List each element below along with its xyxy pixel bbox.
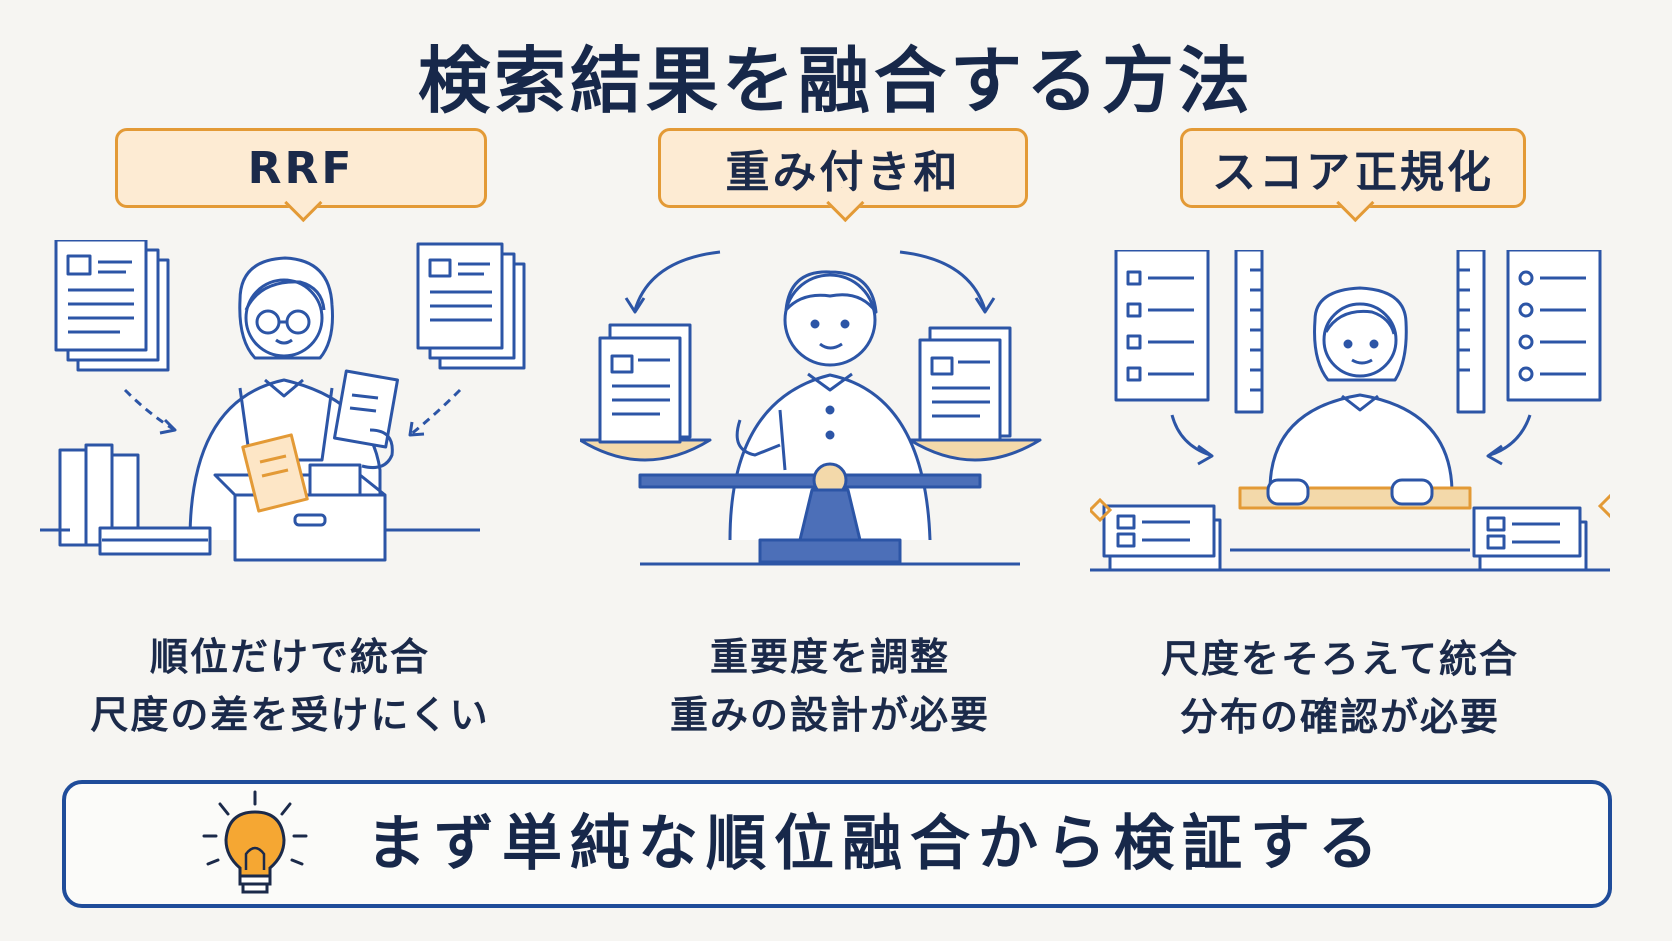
method-tag-label: 重み付き和 <box>725 147 961 198</box>
documents-icon <box>54 240 170 372</box>
page-title: 検索結果を融合する方法 <box>417 39 1254 123</box>
description-line: 尺度をそろえて統合 <box>1160 637 1520 681</box>
box-icon <box>213 433 387 562</box>
rrf-illustration <box>40 240 526 562</box>
person-icon <box>728 270 932 541</box>
method-tag-label: RRF <box>247 142 355 194</box>
description-line: 順位だけで統合 <box>149 635 430 679</box>
method-tag-weighted-sum: 重み付き和 <box>658 128 1028 208</box>
books-icon <box>58 443 212 556</box>
documents-icon <box>1114 250 1210 402</box>
method-description-weighted-sum: 重要度を調整 重みの設計が必要 <box>600 628 1060 744</box>
description-line: 重要度を調整 <box>709 635 950 679</box>
method-description-score-normalization: 尺度をそろえて統合 分布の確認が必要 <box>1110 630 1570 746</box>
person-icon <box>1268 286 1454 491</box>
conclusion-banner: まず単純な順位融合から検証する <box>62 780 1612 908</box>
weighted-sum-illustration <box>580 250 1042 566</box>
description-line: 尺度の差を受けにくい <box>90 693 490 737</box>
score-normalization-illustration <box>1090 250 1610 572</box>
lightbulb-icon <box>202 790 308 894</box>
balance-scale-icon <box>580 323 1042 566</box>
ruler-icon <box>1234 250 1486 414</box>
documents-icon <box>416 242 526 370</box>
description-line: 重みの設計が必要 <box>669 693 990 737</box>
method-tag-label: スコア正規化 <box>1212 147 1494 198</box>
description-line: 分布の確認が必要 <box>1179 695 1500 739</box>
method-description-rrf: 順位だけで統合 尺度の差を受けにくい <box>60 628 520 744</box>
method-tag-rrf: RRF <box>115 128 487 208</box>
method-tag-score-normalization: スコア正規化 <box>1180 128 1526 208</box>
conclusion-text: まず単純な順位融合から検証する <box>366 809 1386 879</box>
